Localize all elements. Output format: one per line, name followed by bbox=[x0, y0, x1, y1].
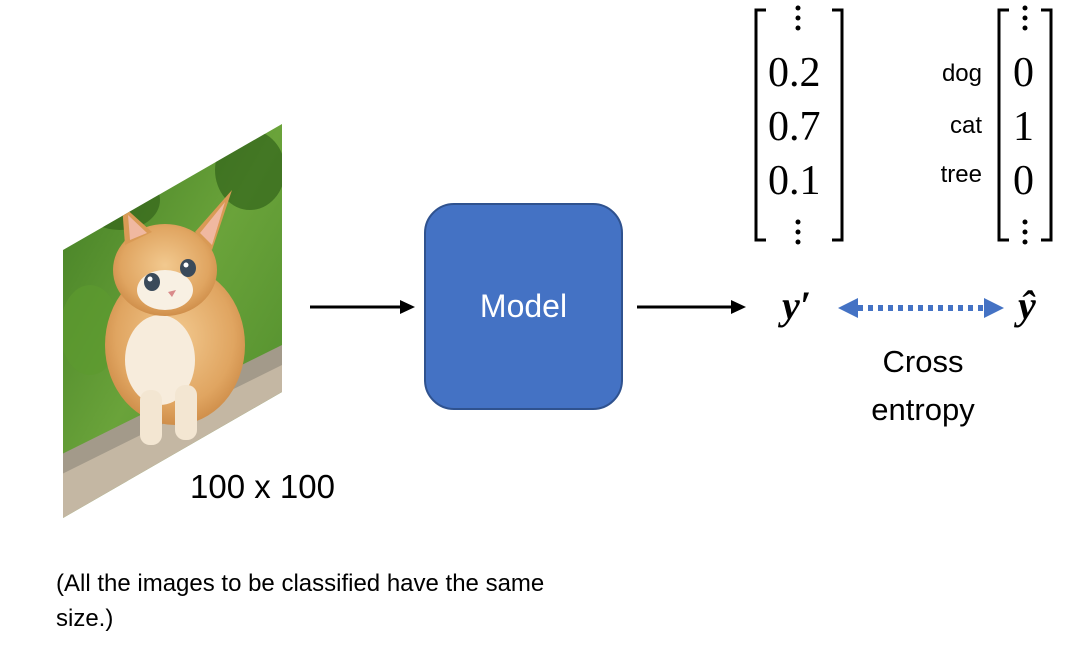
target-symbol: ŷ bbox=[1018, 283, 1036, 328]
input-size-label: 100 x 100 bbox=[190, 468, 335, 505]
class-label-dog: dog bbox=[941, 60, 982, 87]
cross-entropy-line2: entropy bbox=[871, 392, 975, 427]
model-box: Model bbox=[424, 203, 623, 410]
arrow-model-to-output bbox=[637, 300, 746, 314]
kitten-image bbox=[63, 124, 282, 518]
class-label-cat: cat bbox=[949, 112, 982, 139]
target-value-tree: 0 bbox=[1013, 158, 1034, 204]
target-vector-brackets bbox=[997, 8, 1053, 242]
prediction-vertical-dots bbox=[795, 5, 801, 245]
prediction-value-tree: 0.1 bbox=[768, 158, 821, 204]
target-vertical-dots bbox=[1022, 5, 1028, 245]
target-value-dog: 0 bbox=[1013, 50, 1034, 96]
cross-entropy-arrow bbox=[838, 298, 1004, 318]
cross-entropy-line1: Cross bbox=[882, 344, 964, 379]
prediction-symbol: y′ bbox=[782, 283, 812, 328]
footnote: (All the images to be classified have th… bbox=[56, 570, 545, 632]
arrow-image-to-model bbox=[310, 300, 415, 314]
class-label-tree: tree bbox=[940, 161, 982, 188]
prediction-value-cat: 0.7 bbox=[768, 104, 821, 150]
cross-entropy-label: Cross entropy bbox=[845, 338, 1001, 434]
target-value-cat: 1 bbox=[1013, 104, 1034, 150]
prediction-value-dog: 0.2 bbox=[768, 50, 821, 96]
model-label: Model bbox=[479, 288, 568, 324]
prediction-vector-brackets bbox=[754, 8, 844, 242]
